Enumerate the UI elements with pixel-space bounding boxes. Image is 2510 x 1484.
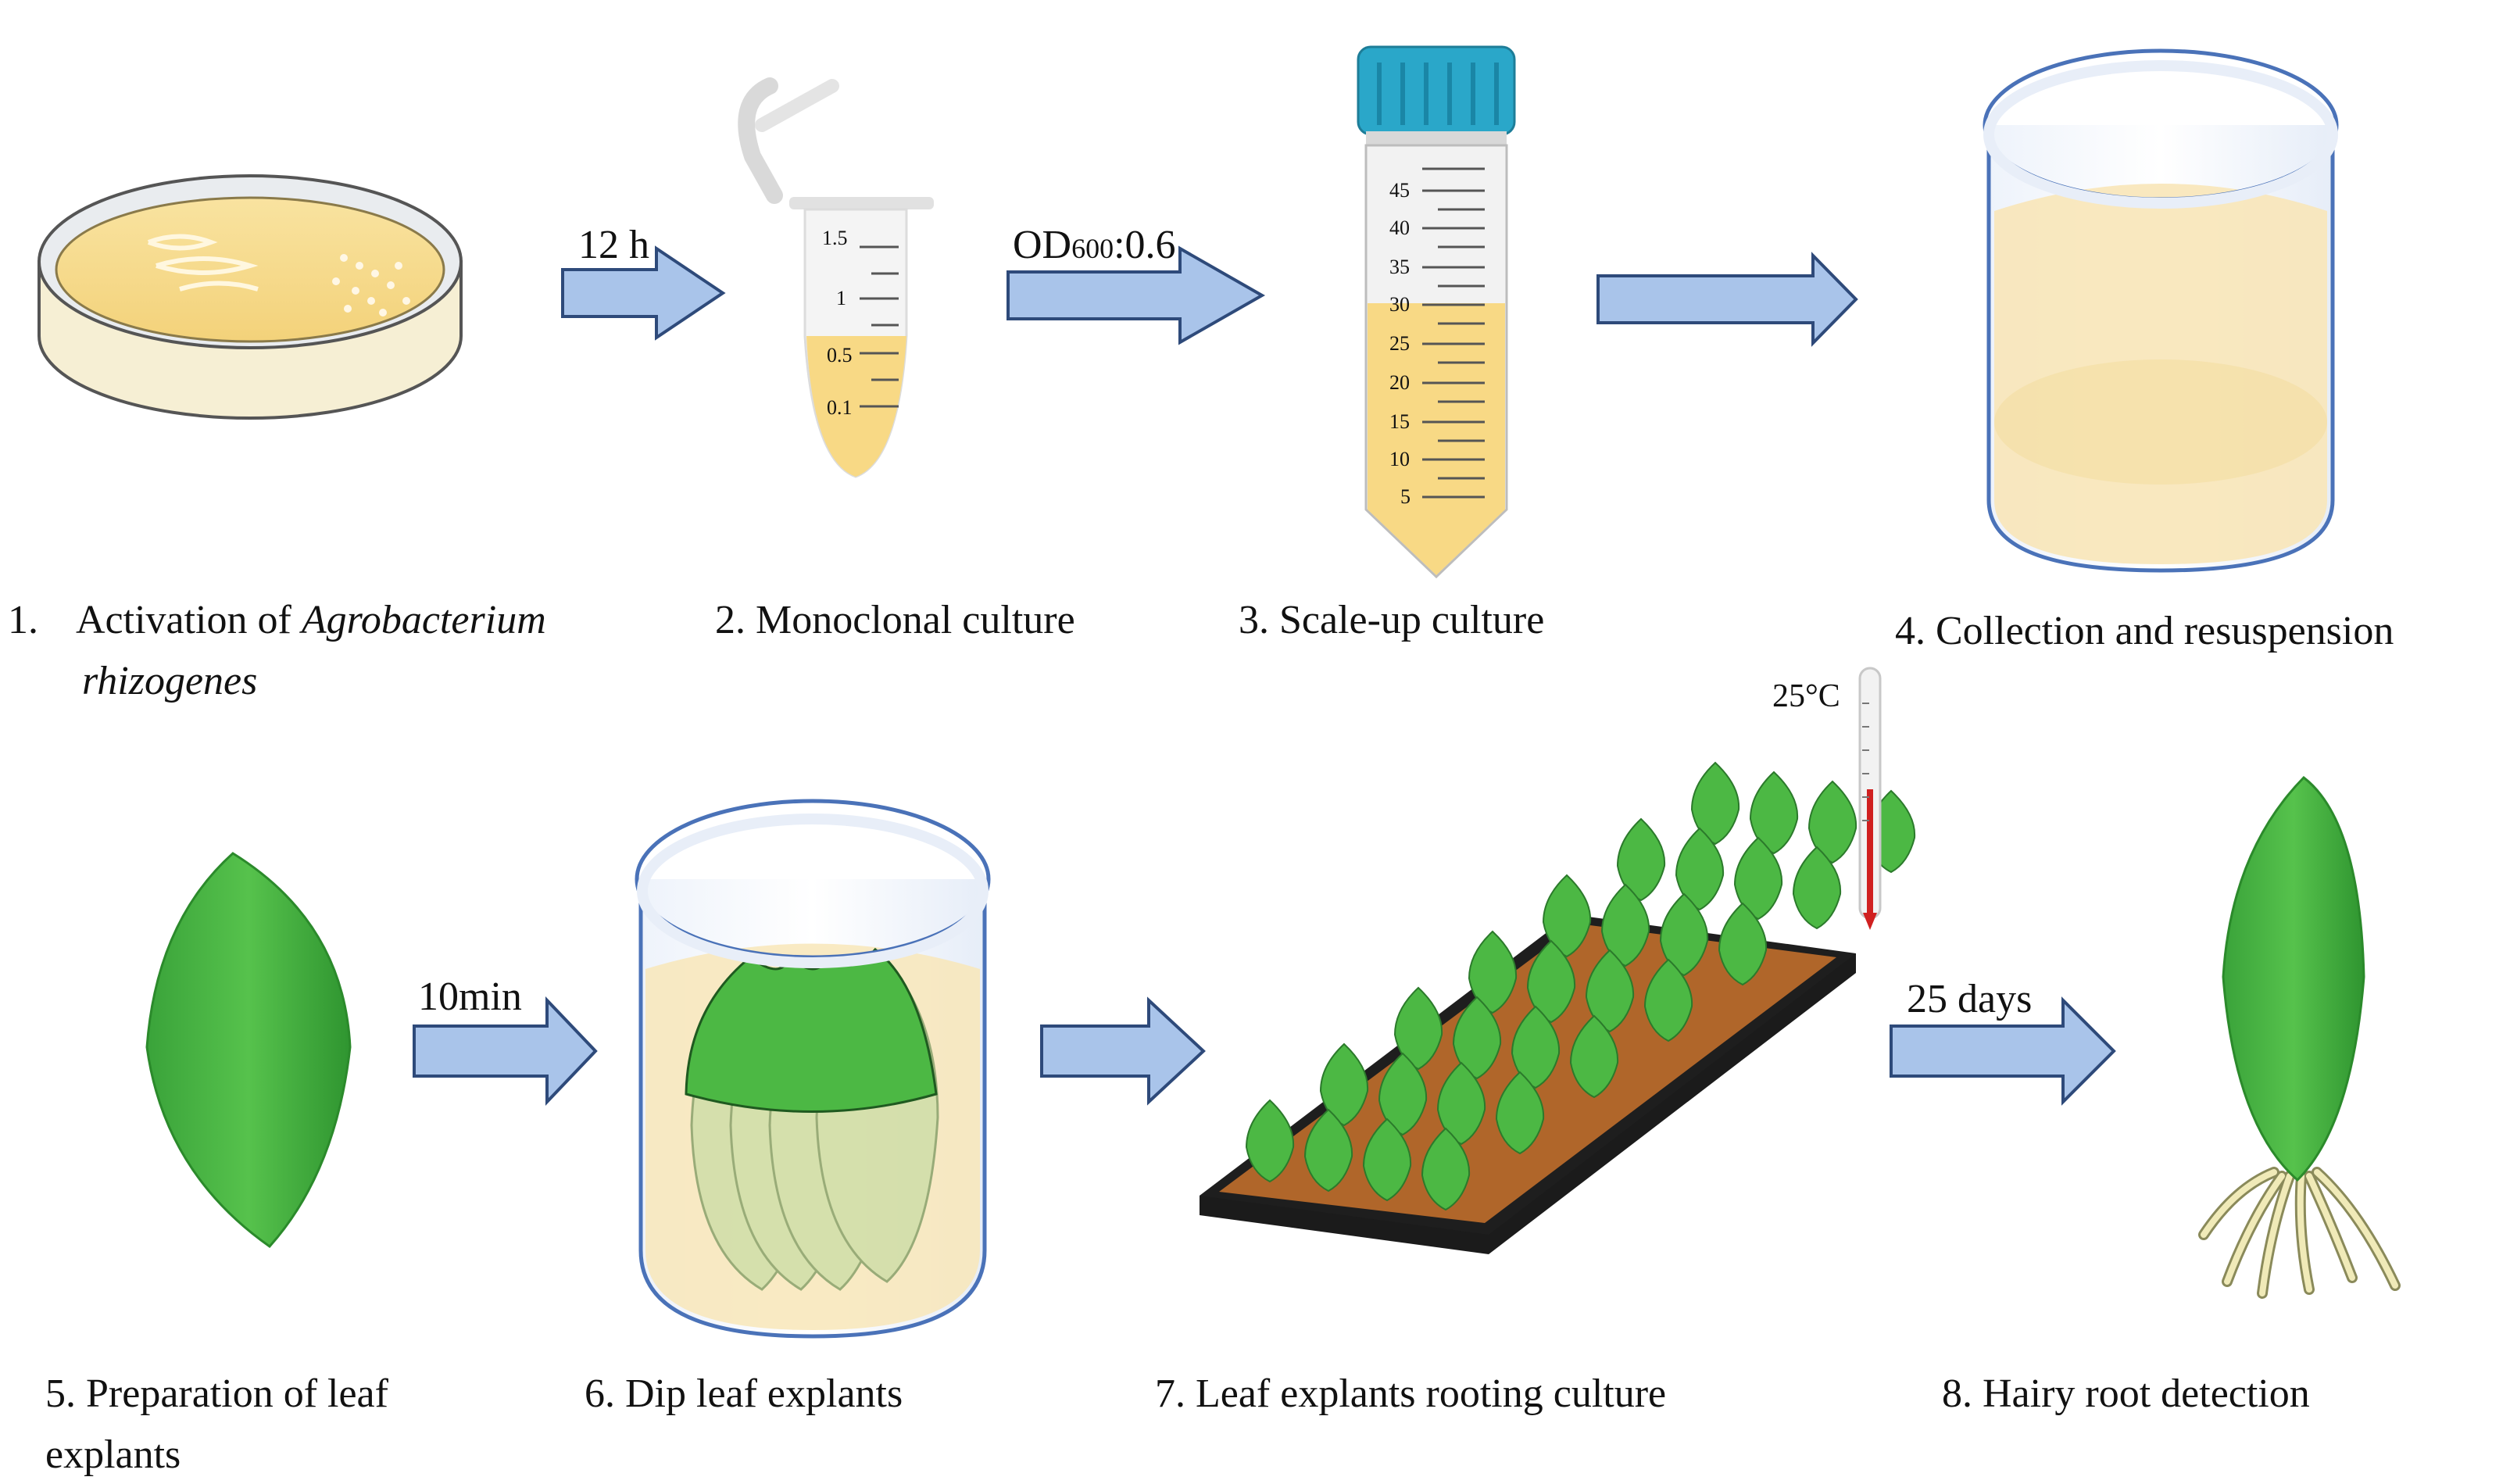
step-1-caption-line2: rhizogenes [82,653,257,710]
tray-leaf-explant [1659,892,1709,977]
falcon-mark-label: 30 [1389,293,1410,316]
step-1-italic: Agrobacterium [301,598,546,642]
tray-leaf-explant [1511,1005,1561,1089]
falcon-mark-label: 45 [1389,179,1410,202]
tray-leaf-explant [1495,1071,1545,1155]
tray-leaf-explant [1362,1117,1412,1202]
tray-leaf-explant [1378,1052,1428,1136]
tube-mark-label: 1 [836,287,846,309]
arrow-label-od600: OD600:0.6 [1013,217,1176,277]
falcon-mark-label: 35 [1389,256,1410,278]
tray-leaf-explant [1616,817,1666,902]
tray-leaf-explant [1436,1061,1486,1146]
tray-leaf-explant [1792,846,1842,930]
arrow-25-days [1890,996,2116,1106]
tray-leaf-explant [1718,902,1768,986]
tray-leaf-explant [1733,836,1783,921]
tray-leaf-explant [1807,780,1857,864]
step-8-caption: 8. Hairy root detection [1942,1371,2310,1416]
step-1-caption: 1. Activation of Agrobacterium [8,592,546,649]
step-7-caption: 7. Leaf explants rooting culture [1155,1371,1667,1416]
tray-leaf-explant [1526,939,1576,1024]
falcon-mark-label: 20 [1389,371,1410,394]
step-5-caption: 5. Preparation of leaf [45,1371,388,1416]
falcon-tube-icon [1357,45,1516,579]
tray-leaf-explant [1393,986,1443,1071]
od-value: :0.6 [1114,223,1176,267]
falcon-mark-label: 25 [1389,332,1410,355]
tray-leaf-explant [1468,930,1518,1014]
step-6-caption: 6. Dip leaf explants [585,1371,903,1416]
arrow-step3-to-step4 [1596,252,1858,347]
tray-leaf-explant [1245,1099,1295,1183]
arrow-12h [561,245,726,341]
tray-leaf-explant [1749,771,1799,855]
tube-mark-label: 0.1 [827,396,853,419]
step-1-number: 1. [8,598,38,642]
tray-leaf-explant [1569,1014,1619,1099]
falcon-mark-label: 15 [1389,410,1410,433]
arrow-10min [413,996,598,1106]
tray-leaf-explant [1542,874,1592,958]
beaker-icon [1983,48,2339,573]
od-subscript: 600 [1071,233,1114,264]
falcon-mark-label: 40 [1389,216,1410,239]
tray-leaf-explant [1421,1127,1471,1211]
step-2-caption: 2. Monoclonal culture [715,598,1075,642]
leaf-with-roots-icon [2198,776,2401,1299]
thermometer-label: 25°C [1772,678,1840,714]
step-1-text: Activation of [76,598,302,642]
step-3-caption: 3. Scale-up culture [1239,598,1545,642]
arrow-step6-to-step7 [1040,996,1206,1106]
arrow-label-10min: 10min [418,974,522,1019]
microtube-icon [738,77,934,478]
falcon-mark-label: 5 [1400,485,1411,508]
petri-dish-icon [38,174,463,420]
tray-leaf-explant [1690,761,1740,846]
step-5-caption-line2: explants [45,1432,181,1477]
falcon-mark-label: 10 [1389,448,1410,470]
tray-leaf-explant [1452,996,1502,1080]
beaker-with-leaves-icon [635,799,991,1339]
arrow-od600 [1007,245,1266,345]
tube-mark-label: 1.5 [822,227,848,249]
tray-leaf-explant [1303,1108,1353,1193]
tube-mark-label: 0.5 [827,344,853,367]
rooting-tray-icon [1200,761,1916,1254]
arrow-label-25-days: 25 days [1907,977,2033,1021]
step-4-caption: 4. Collection and resuspension [1895,609,2394,653]
arrow-label-12h: 12 h [578,223,649,267]
thermometer-icon [1858,667,1882,930]
tray-leaf-explant [1675,827,1725,911]
tray-leaf-explant [1319,1042,1369,1127]
tray-leaf-explant [1585,949,1635,1033]
leaf-icon [145,852,352,1248]
od-text: OD [1013,223,1072,267]
tray-leaf-explant [1643,958,1693,1042]
tray-leaf-explant [1600,883,1650,967]
step-1-italic-2: rhizogenes [82,659,258,703]
